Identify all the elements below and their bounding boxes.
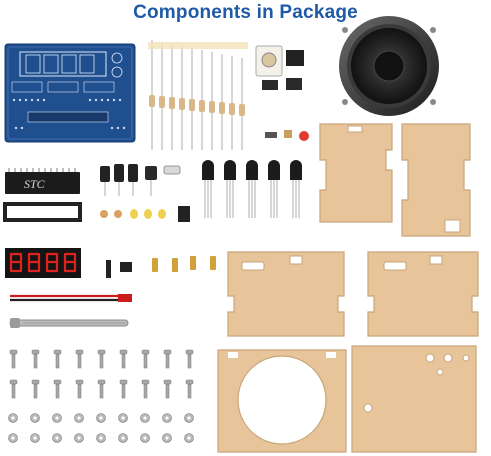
capacitor-2 (114, 164, 124, 182)
acrylic-panel-mid-left (227, 251, 345, 337)
buzzer-module (286, 50, 304, 66)
small-ic (262, 80, 278, 90)
telescopic-antenna (9, 318, 129, 328)
capacitor-1 (100, 166, 110, 182)
pin-header (106, 260, 111, 278)
small-ic-2 (286, 78, 302, 90)
ceramic-capacitors (100, 206, 190, 222)
pcb-board (4, 43, 136, 143)
red-black-wire (10, 294, 132, 302)
crystal (163, 165, 181, 175)
slide-switch (265, 132, 277, 138)
acrylic-panel-mid-right (367, 251, 479, 337)
acrylic-panel-bottom-right (351, 345, 477, 453)
brass-standoffs (152, 256, 216, 272)
chip-label: STC (24, 177, 46, 191)
speaker-hole (237, 355, 327, 445)
capacitor-4 (145, 166, 157, 180)
ic-socket (3, 202, 82, 222)
pcb-display-outline (19, 51, 107, 77)
resistor-bodies (149, 95, 245, 116)
jumper (120, 262, 132, 272)
header-connector (178, 206, 190, 222)
microcontroller-chip: STC (5, 168, 80, 194)
speaker (339, 16, 439, 116)
resistor-strip (151, 40, 243, 150)
screws (9, 349, 194, 399)
acrylic-panel-top-left (319, 123, 393, 223)
resistor-tape (148, 42, 248, 49)
led-red (299, 131, 309, 141)
acrylic-panel-top-right (401, 123, 471, 237)
seven-segment-display (5, 248, 81, 278)
capacitor-3 (128, 164, 138, 182)
page-title: Components in Package (133, 2, 358, 23)
transistors (202, 160, 302, 218)
acrylic-panel-bottom-left (217, 349, 347, 453)
